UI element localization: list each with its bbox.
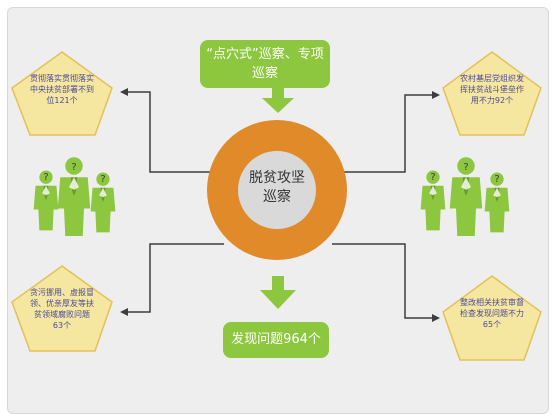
- connector-bottom-left: [128, 243, 224, 313]
- question-mark: ?: [494, 174, 499, 185]
- pentagon-bottom-left: [11, 265, 113, 352]
- top-label-box: “点穴式”巡察、专项巡察: [200, 40, 330, 88]
- question-mark: ?: [71, 162, 76, 173]
- box-bottom-left-text: 贪污挪用、虚报冒领、优亲厚友等扶贫领域腐败问题63个: [30, 288, 94, 330]
- box-top-left-text: 贯彻落实贯彻落实中央扶贫部署不到位121个: [30, 74, 94, 105]
- green-down-arrow-top: [262, 86, 294, 113]
- bottom-label-box: 发现问题964个: [223, 322, 329, 358]
- question-mark: ?: [100, 174, 105, 185]
- arrowhead-top-left: [120, 88, 128, 96]
- arrowhead-top-right: [432, 91, 440, 99]
- box-bottom-right-text: 整改相关扶贫审督检查发现问题不力65个: [460, 298, 524, 329]
- green-down-arrow-bottom: [260, 276, 296, 309]
- question-marks-left: ? ? ?: [43, 162, 105, 185]
- pentagon-top-right: [442, 51, 542, 136]
- box-top-right-text: 农村基层党组织发挥扶贫战斗堡垒作用不力92个: [460, 74, 524, 105]
- center-label: 脱贫攻坚巡察: [249, 170, 305, 205]
- connector-bottom-right: [332, 243, 432, 319]
- question-mark: ?: [43, 172, 48, 183]
- question-mark: ?: [463, 162, 468, 173]
- arrowhead-bottom-left: [120, 308, 128, 316]
- bottom-label: 发现问题964个: [231, 332, 321, 347]
- question-marks-right: ? ? ?: [430, 162, 499, 185]
- pentagon-bottom-right: [442, 275, 542, 361]
- center-disc: [238, 151, 316, 229]
- connector-top-left: [128, 91, 221, 173]
- question-mark: ?: [430, 172, 435, 183]
- arrowhead-bottom-right: [432, 314, 440, 322]
- pentagon-top-left: [11, 51, 113, 136]
- top-label: “点穴式”巡察、专项巡察: [206, 47, 324, 81]
- connector-top-right: [332, 94, 432, 173]
